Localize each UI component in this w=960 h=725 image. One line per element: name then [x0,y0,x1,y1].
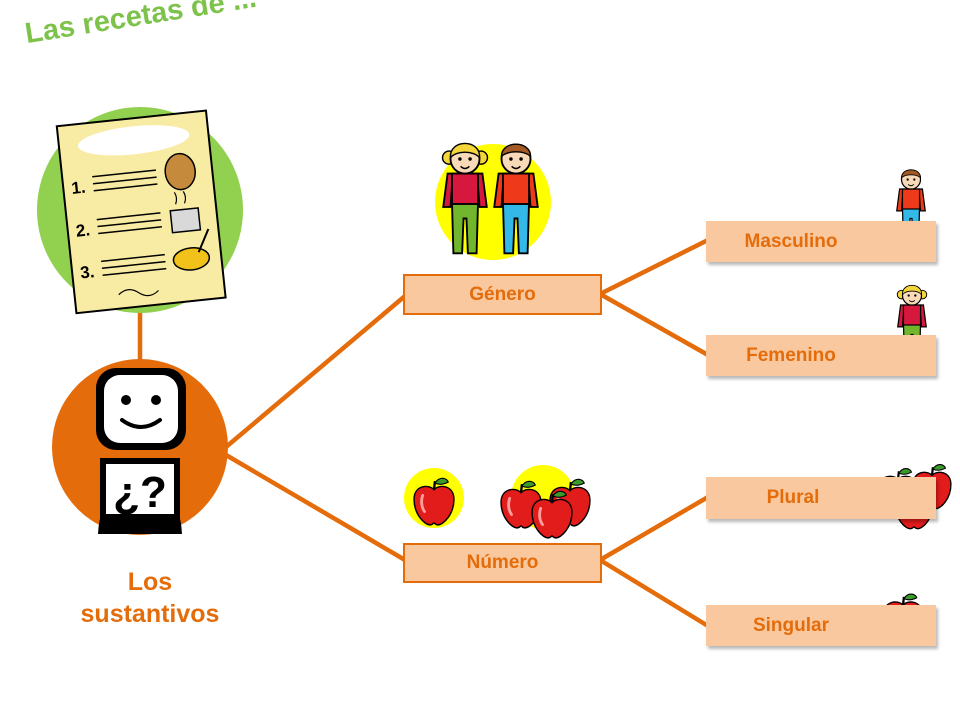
node-numero: Número [403,543,602,583]
node-genero: Género [403,274,602,315]
node-label: Plural [766,487,820,508]
person-question-icon: ¿? [52,359,228,535]
node-masculino: Masculino [706,221,936,262]
main-topic-label: Los sustantivos [40,566,260,630]
boy-girl-icon [435,142,551,260]
node-label: Singular [752,614,829,636]
svg-text:¿?: ¿? [113,468,167,517]
node-label: Número [466,552,539,573]
node-femenino: Femenino [706,335,936,376]
svg-text:3.: 3. [79,262,95,282]
recipe-card-icon: 1. 2. 3. [37,107,243,315]
node-label: Género [469,283,536,305]
main-topic-line2: sustantivos [80,600,220,628]
svg-text:2.: 2. [75,220,91,240]
main-topic-line1: Los [127,568,173,596]
node-plural: Plural [706,477,936,519]
node-label: Masculino [744,230,838,252]
svg-text:1.: 1. [70,178,86,198]
node-label: Femenino [746,344,836,366]
node-singular: Singular [706,605,936,646]
apple-icon [404,468,464,528]
apples-group-icon [499,465,592,540]
